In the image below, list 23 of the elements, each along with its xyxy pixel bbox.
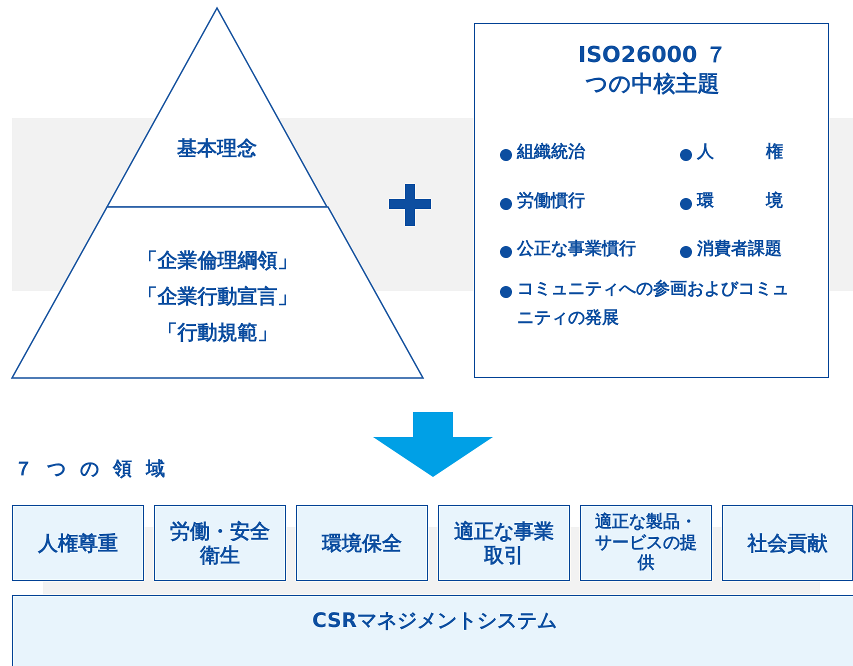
pyramid-label: 基本理念	[176, 135, 258, 162]
area-box: 労働・安全衛生	[154, 505, 286, 581]
theme-item: 公正な事業慣行	[517, 238, 636, 261]
box-heading: ISO26000 ７つの中核主題	[577, 42, 728, 99]
pyramid-apex	[107, 8, 327, 207]
theme-item: コミュニティへの参画およびコミュニティの発展	[517, 278, 790, 330]
theme-box	[474, 23, 829, 378]
theme-item: 人権	[697, 141, 783, 164]
code-title: 「行動規範」	[156, 319, 278, 346]
area-box: 人権尊重	[12, 505, 144, 581]
theme-item: 環境	[697, 190, 783, 213]
system-bar: CSRマネジメントシステム	[12, 595, 853, 666]
area-box: 環境保全	[296, 505, 428, 581]
code-title: 「企業行動宣言」	[136, 283, 298, 310]
section-heading: ７つの領域	[14, 457, 179, 482]
theme-item: 消費者課題	[697, 238, 782, 261]
area-box: 適正な製品・サービスの提供	[580, 505, 712, 581]
pyramid-base	[12, 207, 423, 378]
theme-item: 労働慣行	[517, 190, 585, 213]
theme-item: 組織統治	[517, 141, 585, 164]
area-box: 社会貢献	[722, 505, 853, 581]
code-title: 「企業倫理綱領」	[136, 247, 298, 274]
area-box: 適正な事業取引	[438, 505, 570, 581]
